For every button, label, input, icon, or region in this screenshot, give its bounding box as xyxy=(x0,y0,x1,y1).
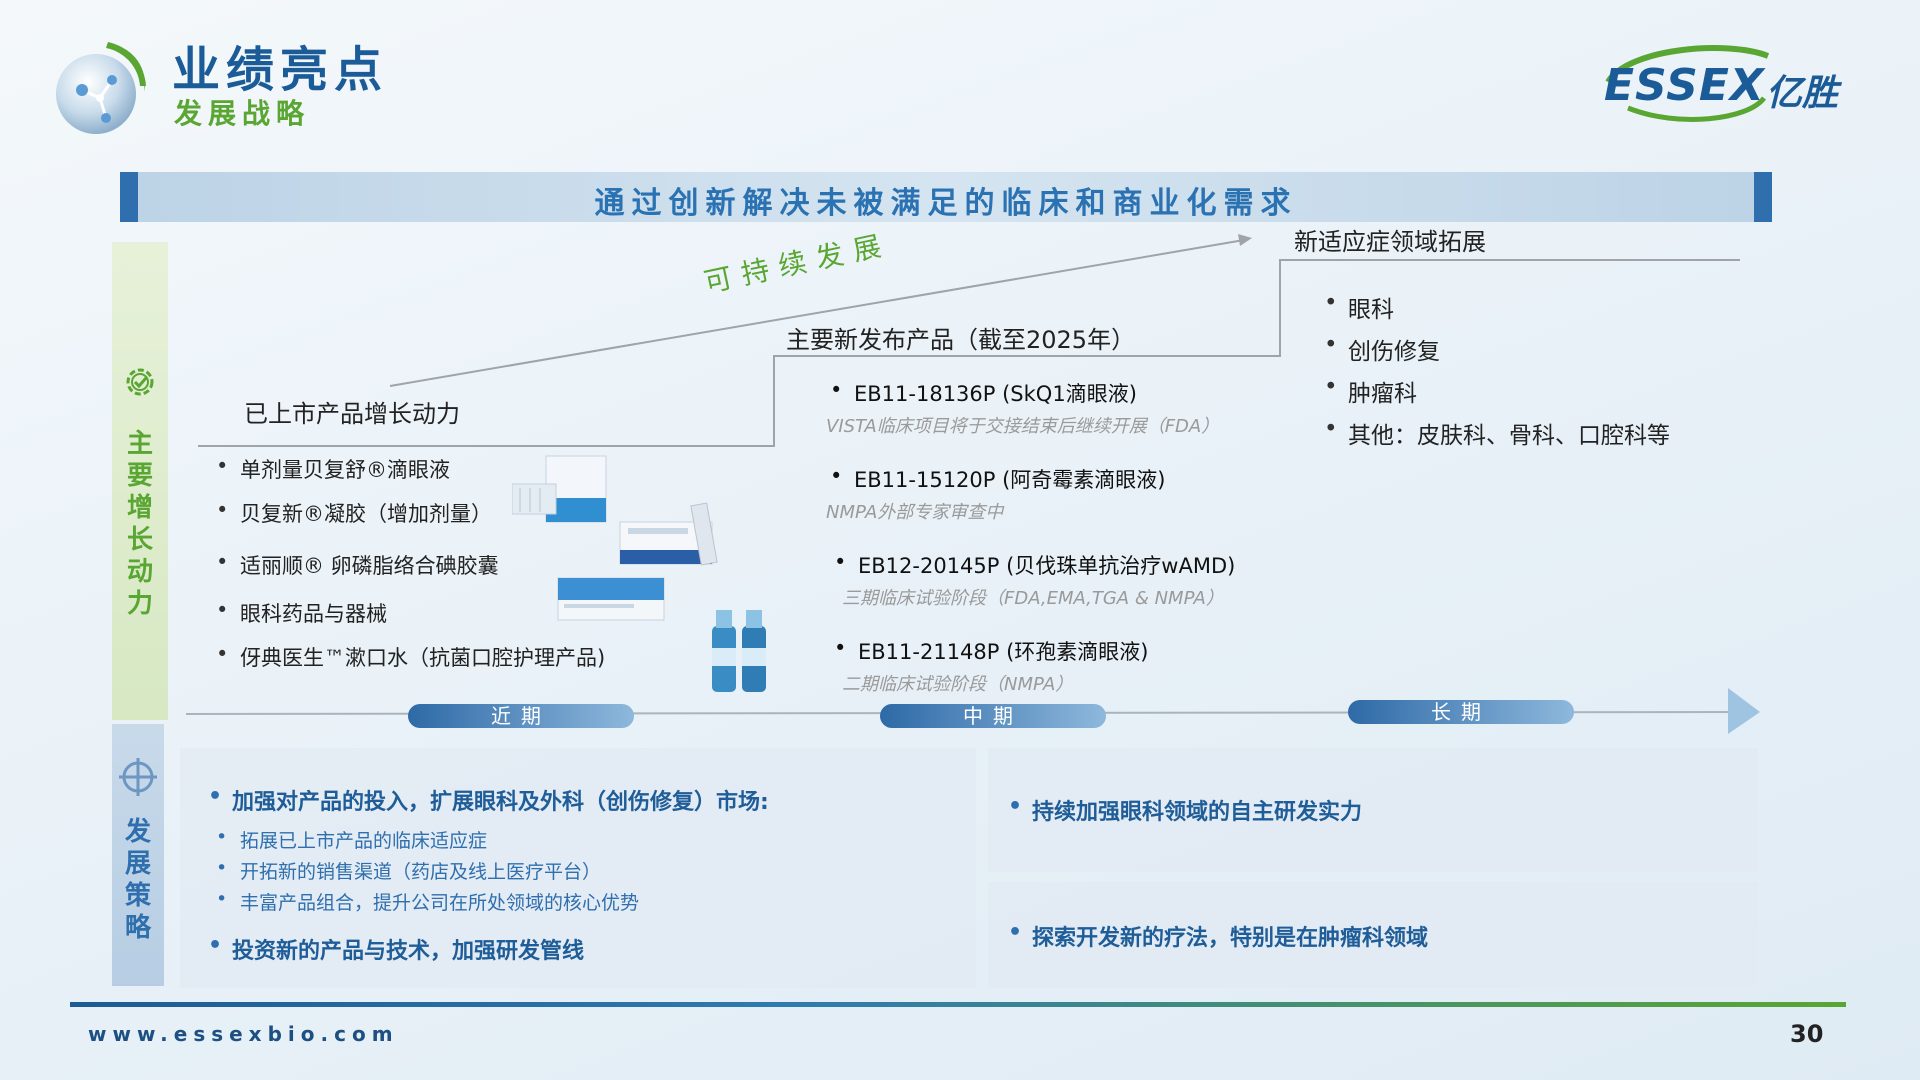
page-subtitle: 发展战略 xyxy=(174,97,311,130)
strategy-near-term-panel: 加强对产品的投入，扩展眼科及外科（创伤修复）市场: 拓展已上市产品的临床适应症 … xyxy=(180,748,976,988)
strategy-label: 发 展 策 略 xyxy=(124,817,151,943)
list-item: 肿瘤科 xyxy=(1320,374,1670,416)
strategy-long-term-panel: 探索开发新的疗法，特别是在肿瘤科领域 xyxy=(988,882,1758,988)
strategy-label-bar: 发 展 策 略 xyxy=(112,724,164,986)
banner-text: 通过创新解决未被满足的临床和商业化需求 xyxy=(594,186,1298,221)
page-number: 30 xyxy=(1790,1020,1824,1048)
stage3-indication-list: 眼科 创伤修复 肿瘤科 其他：皮肤科、骨科、口腔科等 xyxy=(1320,290,1670,458)
product-status: NMPA外部专家审查中 xyxy=(826,502,1004,523)
list-item: 贝复新®凝胶（增加剂量） xyxy=(212,498,605,550)
brand-name-cn: 亿胜 xyxy=(1766,73,1839,114)
list-item: 单剂量贝复舒®滴眼液 xyxy=(212,454,605,498)
growth-drivers-label-bar: 主 要 增 长 动 力 xyxy=(112,242,168,720)
strategy-item: 投资新的产品与技术，加强研发管线 xyxy=(202,933,976,965)
footer-website: www.essexbio.com xyxy=(88,1022,399,1046)
list-item: 适丽顺® 卵磷脂络合碘胶囊 xyxy=(212,550,605,598)
product-status: 三期临床试验阶段（FDA,EMA,TGA & NMPA） xyxy=(842,588,1224,609)
list-item: 伢典医生™漱口水（抗菌口腔护理产品) xyxy=(212,642,605,686)
crosshair-target-icon xyxy=(119,758,157,796)
essex-brand-logo: ESSEX 亿胜 xyxy=(1598,42,1846,128)
strategy-mid-term-panel: 持续加强眼科领域的自主研发实力 xyxy=(988,748,1758,872)
molecule-logo-icon xyxy=(56,42,146,134)
stage2-title: 主要新发布产品（截至2025年） xyxy=(786,326,1136,354)
product-name: EB11-21148P (环孢素滴眼液) xyxy=(830,636,1235,666)
brand-swoosh-icon xyxy=(1605,45,1770,122)
strategy-item: 探索开发新的疗法，特别是在肿瘤科领域 xyxy=(1002,920,1758,952)
product-name: EB11-18136P (SkQ1滴眼液) xyxy=(826,378,1235,408)
brand-name-en: ESSEX xyxy=(1604,60,1765,111)
strategy-item: 持续加强眼科领域的自主研发实力 xyxy=(1002,794,1758,826)
list-item: EB11-15120P (阿奇霉素滴眼液) NMPA外部专家审查中 xyxy=(826,464,1235,524)
timeline-long-term: 长期 xyxy=(1348,700,1574,724)
list-item: 创伤修复 xyxy=(1320,332,1670,374)
strategy-subitem: 拓展已上市产品的临床适应症 xyxy=(210,826,976,857)
stage2-product-list: EB11-18136P (SkQ1滴眼液) VISTA临床项目将于交接结束后继续… xyxy=(826,378,1235,722)
list-item: EB11-21148P (环孢素滴眼液) 二期临床试验阶段（NMPA） xyxy=(830,636,1235,696)
stage3-title: 新适应症领域拓展 xyxy=(1294,228,1486,256)
list-item: 眼科 xyxy=(1320,290,1670,332)
product-name: EB12-20145P (贝伐珠单抗治疗wAMD) xyxy=(830,550,1235,580)
headline-banner: 通过创新解决未被满足的临床和商业化需求 xyxy=(120,172,1772,222)
mouthwash-bottles-image xyxy=(712,610,766,692)
strategy-item: 加强对产品的投入，扩展眼科及外科（创伤修复）市场: xyxy=(202,784,976,816)
product-status: VISTA临床项目将于交接结束后继续开展（FDA） xyxy=(826,416,1220,437)
strategy-subitem: 开拓新的销售渠道（药店及线上医疗平台） xyxy=(210,857,976,888)
timeline-near-term: 近期 xyxy=(408,704,634,728)
stage1-product-list: 单剂量贝复舒®滴眼液 贝复新®凝胶（增加剂量） 适丽顺® 卵磷脂络合碘胶囊 眼科… xyxy=(212,454,605,686)
list-item: 眼科药品与器械 xyxy=(212,598,605,642)
list-item: EB11-18136P (SkQ1滴眼液) VISTA临床项目将于交接结束后继续… xyxy=(826,378,1235,438)
product-status: 二期临床试验阶段（NMPA） xyxy=(842,674,1074,695)
page-title: 业绩亮点 xyxy=(172,42,389,98)
strategy-subitem: 丰富产品组合，提升公司在所处领域的核心优势 xyxy=(210,888,976,919)
product-name: EB11-15120P (阿奇霉素滴眼液) xyxy=(826,464,1235,494)
list-item: 其他：皮肤科、骨科、口腔科等 xyxy=(1320,416,1670,458)
stage1-title: 已上市产品增长动力 xyxy=(244,400,460,428)
footer-divider xyxy=(70,1002,1846,1007)
capsule-box-image xyxy=(557,577,665,621)
gear-check-icon xyxy=(126,368,154,396)
growth-drivers-label: 主 要 增 长 动 力 xyxy=(126,429,153,619)
timeline-mid-term: 中期 xyxy=(880,704,1106,728)
list-item: EB12-20145P (贝伐珠单抗治疗wAMD) 三期临床试验阶段（FDA,E… xyxy=(830,550,1235,610)
gel-tube-box-image xyxy=(619,502,718,566)
eye-drops-box-image xyxy=(512,455,607,523)
sustainable-development-label: 可持续发展 xyxy=(701,227,894,300)
